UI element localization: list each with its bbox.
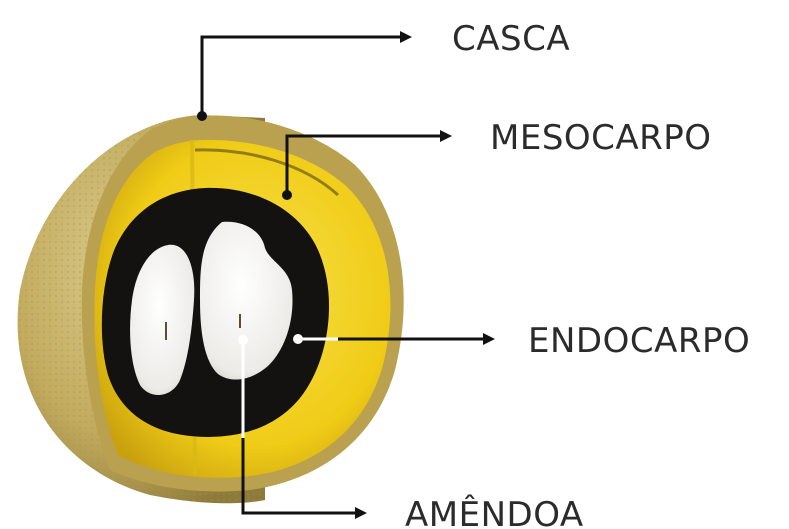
arrowhead-casca [400, 31, 412, 43]
label-mesocarpo: MESOCARPO [490, 118, 712, 158]
leader-line-casca [202, 37, 400, 118]
leader-dot-amendoa [238, 335, 248, 345]
label-endocarpo: ENDOCARPO [528, 321, 750, 361]
labels: CASCA MESOCARPO ENDOCARPO AMÊNDOA [405, 19, 750, 529]
label-casca: CASCA [452, 19, 570, 59]
leader-dot-casca [197, 111, 207, 121]
arrowhead-mesocarpo [440, 130, 452, 142]
arrowhead-amendoa [355, 507, 367, 519]
leader-dot-endocarpo [293, 334, 303, 344]
label-amendoa: AMÊNDOA [405, 494, 584, 529]
fruit-illustration [18, 115, 404, 503]
leader-dot-mesocarpo [282, 190, 292, 200]
arrowhead-endocarpo [483, 333, 495, 345]
